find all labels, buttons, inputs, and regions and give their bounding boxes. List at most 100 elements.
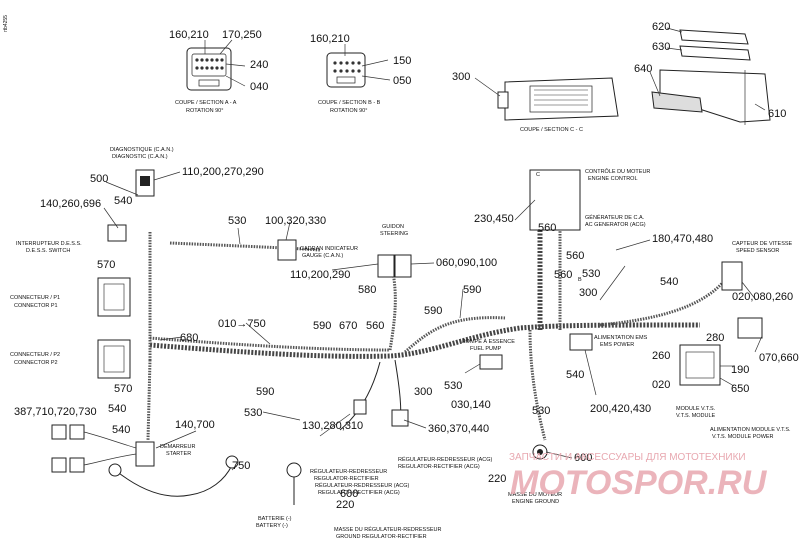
section-a-connector [186,47,232,91]
callout: 540 [112,424,130,436]
callout: 540 [108,403,126,415]
starter-relay [135,441,155,467]
connector-p2 [97,339,131,379]
callout: 300 [579,287,597,299]
doc-id: rtb4255 [3,15,9,32]
label-fuel-pump-en: FUEL PUMP [470,346,502,352]
callout: 220 [336,499,354,511]
label-section-a: COUPE / SECTION A - A [175,100,237,106]
callout: 160,210 [169,29,209,41]
callout: 500 [90,173,108,185]
label-regulator-1-en: REGULATOR-RECTIFIER [314,476,379,482]
watermark-tagline: ЗАПЧАСТИ И АКСЕССУАРЫ ДЛЯ МОТОТЕХНИКИ [509,452,746,463]
callout: 170,250 [222,29,262,41]
callout: 540 [566,369,584,381]
callout: 387,710,720,730 [14,406,97,418]
label-vts-en: V.T.S. MODULE [676,413,716,419]
callout: 280 [706,332,724,344]
label-engine-ground: MASSE DU MOTEUR [508,492,562,498]
label-section-b: COUPE / SECTION B - B [318,100,381,106]
callout: 360,370,440 [428,423,489,435]
callout: 140,260,696 [40,198,101,210]
callout: 100,320,330 [265,215,326,227]
callout: 110,200,270,290 [182,166,264,178]
callout: 180,470,480 [652,233,713,245]
engine-ground-terminal [532,444,548,460]
label-ems-power: ALIMENTATION EMS [594,335,648,341]
callout: 530 [582,268,600,280]
leader-lines [103,27,766,471]
callout: 680 [180,332,198,344]
callout: 750 [232,460,250,472]
callout: 560 [566,250,584,262]
label-gauge-en: GAUGE (C.A.N.) [302,253,343,259]
callout: 130,280,310 [302,420,363,432]
callout: 570 [114,383,132,395]
label-speed-sensor-en: SPEED SENSOR [736,248,779,254]
callout: 600 [340,488,358,500]
callout: 020 [652,379,670,391]
label-regulator-2: RÉGULATEUR-REDRESSEUR (ACG) [398,456,492,463]
section-b-connector [326,52,366,88]
callout: 220 [488,473,506,485]
callout: 530 [244,407,262,419]
starter-cable [108,455,239,497]
diagnostic-connector [135,169,155,197]
dess-switch [107,224,127,242]
label-ground-reg-en: GROUND REGULATOR-RECTIFIER [336,534,427,540]
callout: 300 [414,386,432,398]
speed-sensor [721,261,743,291]
label-vts-power-en: V.T.S. MODULE POWER [712,434,774,440]
callout: 020,080,260 [732,291,793,303]
label-ems-power-en: EMS POWER [600,342,634,348]
callout: 240 [250,59,268,71]
label-battery: BATTERIE (-) [258,516,292,522]
label-conn-p1: CONNECTEUR / P1 [10,295,60,301]
label-engine-control-en: ENGINE CONTROL [588,176,638,182]
label-vts-power: ALIMENTATION MODULE V.T.S. [710,427,791,433]
callout: 600 [574,452,592,464]
connector-p1 [97,277,131,317]
label-section-c: COUPE / SECTION C - C [520,127,583,133]
callout: 630 [652,41,670,53]
label-conn-p1-en: CONNECTOR P1 [14,303,58,309]
watermark: ЗАПЧАСТИ И АКСЕССУАРЫ ДЛЯ МОТОТЕХНИКИ MO… [509,452,768,502]
label-fuel-pump: POMPE À ESSENCE [462,338,515,345]
label-engine-ground-en: ENGINE GROUND [512,499,559,505]
callout: 560 [538,222,556,234]
callout: 110,200,290 [290,269,350,281]
callout: 590 [313,320,331,332]
watermark-site: MOTOSPOR.RU [510,464,768,502]
callout: 620 [652,21,670,33]
callout: 040 [250,81,268,93]
label-steering: GUIDON [382,224,404,230]
callout: 590 [424,305,442,317]
callout: 570 [97,259,115,271]
callout: 530 [444,380,462,392]
label-regulator-3: RÉGULATEUR-REDRESSEUR (ACG) [315,482,409,489]
label-ac-gen: GÉNÉRATEUR DE C.A. [585,214,645,221]
callout: 560 [366,320,384,332]
callout: 540 [114,195,132,207]
engine-control-module [529,169,581,231]
label-battery-en: BATTERY (-) [256,523,288,529]
regulator-connectors [353,399,409,427]
callout: 640 [634,63,652,75]
label-diagnostic-en: DIAGNOSTIC (C.A.N.) [112,154,168,160]
callout: 140,700 [175,419,215,431]
label-starter-en: STARTER [166,451,191,457]
label-conn-p2-en: CONNECTOR P2 [14,360,58,366]
section-mark-c: C [536,172,540,178]
label-section-a-rot: ROTATION 90° [186,108,223,114]
label-conn-p2: CONNECTEUR / P2 [10,352,60,358]
callout: 580 [358,284,376,296]
vts-module [679,344,721,386]
callout: 010→750 [218,318,266,330]
label-gauge: CADRAN INDICATEUR [300,246,358,252]
label-starter: DÉMARREUR [160,443,195,450]
callout: 060,090,100 [436,257,497,269]
connector-exploded-view [651,29,771,125]
section-c-connector [497,77,619,121]
callout: 190 [731,364,749,376]
